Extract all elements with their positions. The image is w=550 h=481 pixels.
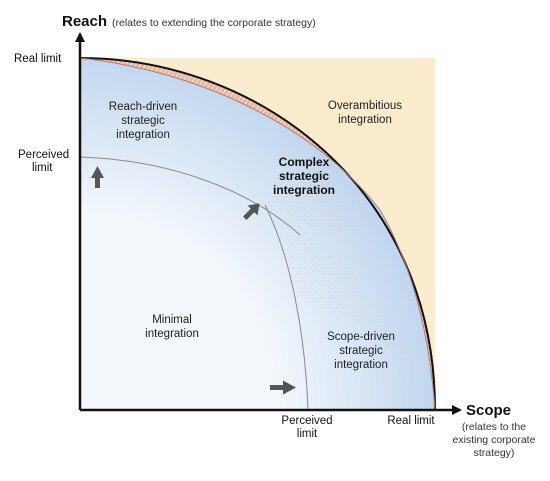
x-axis-title: Scope — [466, 402, 511, 419]
perceived-scope-curve — [264, 204, 309, 411]
reach-driven-label-3: integration — [116, 129, 170, 141]
scope-overlap-dots — [265, 205, 420, 380]
x-axis-note-2: existing corporate — [453, 434, 536, 446]
x-perceived-limit-label-1: Perceived — [281, 415, 332, 427]
scope-driven-label-2: strategic — [339, 345, 383, 357]
minimal-label-2: integration — [145, 328, 199, 340]
y-real-limit-label: Real limit — [14, 53, 62, 65]
complex-inner-boundary — [79, 57, 436, 411]
y-perceived-limit-label-1: Perceived — [18, 149, 69, 161]
x-real-limit-label: Real limit — [387, 415, 435, 427]
reach-driven-label-2: strategic — [121, 115, 165, 127]
up-arrow-icon — [91, 166, 104, 188]
y-axis-note: (relates to extending the corporate stra… — [112, 17, 316, 29]
overambitious-label-1: Overambitious — [328, 100, 402, 112]
reach-driven-label-1: Reach-driven — [109, 101, 177, 113]
scope-driven-label-1: Scope-driven — [327, 331, 395, 343]
x-axis-note-3: strategy) — [474, 447, 515, 459]
y-perceived-limit-label-2: limit — [32, 162, 53, 174]
complex-label-1: Complex — [279, 155, 330, 169]
reach-region — [80, 58, 435, 410]
scope-driven-label-3: integration — [334, 359, 388, 371]
overambitious-label-2: integration — [338, 114, 392, 126]
diagonal-arrow-icon — [242, 203, 260, 221]
complex-label-2: strategic — [279, 169, 329, 183]
real-limit-curve — [79, 57, 436, 411]
right-arrow-icon — [270, 380, 296, 395]
y-axis-title: Reach — [62, 13, 107, 30]
perceived-reach-curve — [79, 156, 301, 236]
x-perceived-limit-label-2: limit — [297, 428, 318, 440]
complex-overlap-dots — [265, 160, 375, 233]
minimal-label-1: Minimal — [152, 314, 192, 326]
complex-label-3: integration — [273, 183, 335, 197]
x-axis-note-1: (relates to the — [462, 421, 526, 433]
